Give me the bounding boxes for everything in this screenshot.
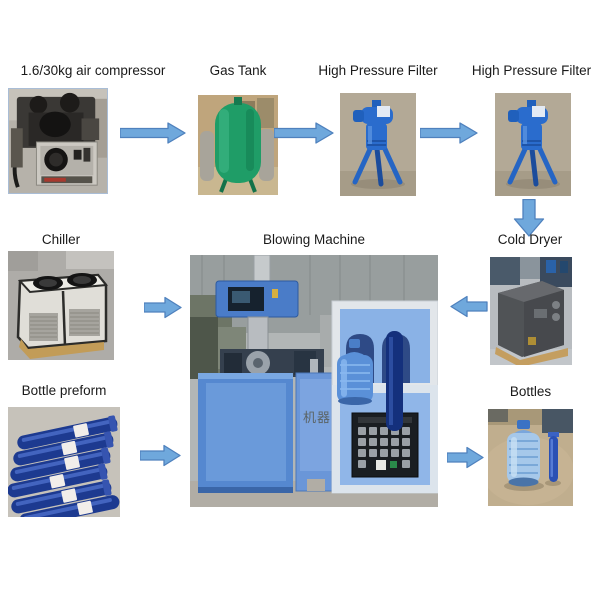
- hp-filter-2-label: High Pressure Filter: [471, 63, 592, 78]
- chiller-label: Chiller: [41, 232, 81, 247]
- blowing-machine-label: Blowing Machine: [262, 232, 366, 247]
- chiller-photo: [8, 251, 114, 360]
- bottle-preform-label: Bottle preform: [21, 383, 107, 398]
- hp-filter-2-photo: [495, 93, 571, 196]
- air-compressor-label: 1.6/30kg air compressor: [20, 63, 166, 78]
- blowing-machine-illustration: [190, 255, 438, 507]
- blowing-machine-photo: 机器: [190, 255, 438, 507]
- arrow-filter2-to-colddryer-down-icon: [513, 199, 545, 237]
- arrow-preform-to-blowing-right-icon: [140, 444, 181, 467]
- cold-dryer-label: Cold Dryer: [497, 232, 563, 247]
- gas-tank-photo: [198, 95, 278, 195]
- arrow-compressor-to-gastank-right-icon: [120, 122, 186, 144]
- bottle-preform-photo: [8, 407, 120, 517]
- gas-tank-illustration: [198, 95, 278, 195]
- bottles-label: Bottles: [509, 384, 552, 399]
- cold-dryer-illustration: [490, 257, 572, 365]
- arrow-chiller-to-blowing-right-icon: [144, 296, 182, 319]
- gas-tank-label: Gas Tank: [209, 63, 267, 78]
- hp-filter-1-label: High Pressure Filter: [318, 63, 438, 78]
- hp-filter-1-photo: [340, 93, 416, 196]
- hp-filter-1-illustration: [340, 93, 416, 196]
- arrow-colddryer-to-blowing-left-icon: [450, 295, 488, 318]
- cold-dryer-photo: [490, 257, 572, 365]
- hp-filter-2-illustration: [495, 93, 571, 196]
- bottles-photo: [488, 409, 573, 506]
- bottle-preform-illustration: [8, 407, 120, 517]
- air-compressor-photo: [8, 88, 108, 194]
- air-compressor-illustration: [9, 89, 107, 193]
- photo-watermark: 机器: [303, 410, 332, 425]
- arrow-blowing-to-bottles-right-icon: [447, 446, 484, 469]
- arrow-filter1-to-filter2-right-icon: [420, 122, 478, 144]
- arrow-gastank-to-filter1-right-icon: [274, 122, 334, 144]
- bottles-illustration: [488, 409, 573, 506]
- chiller-illustration: [8, 251, 114, 360]
